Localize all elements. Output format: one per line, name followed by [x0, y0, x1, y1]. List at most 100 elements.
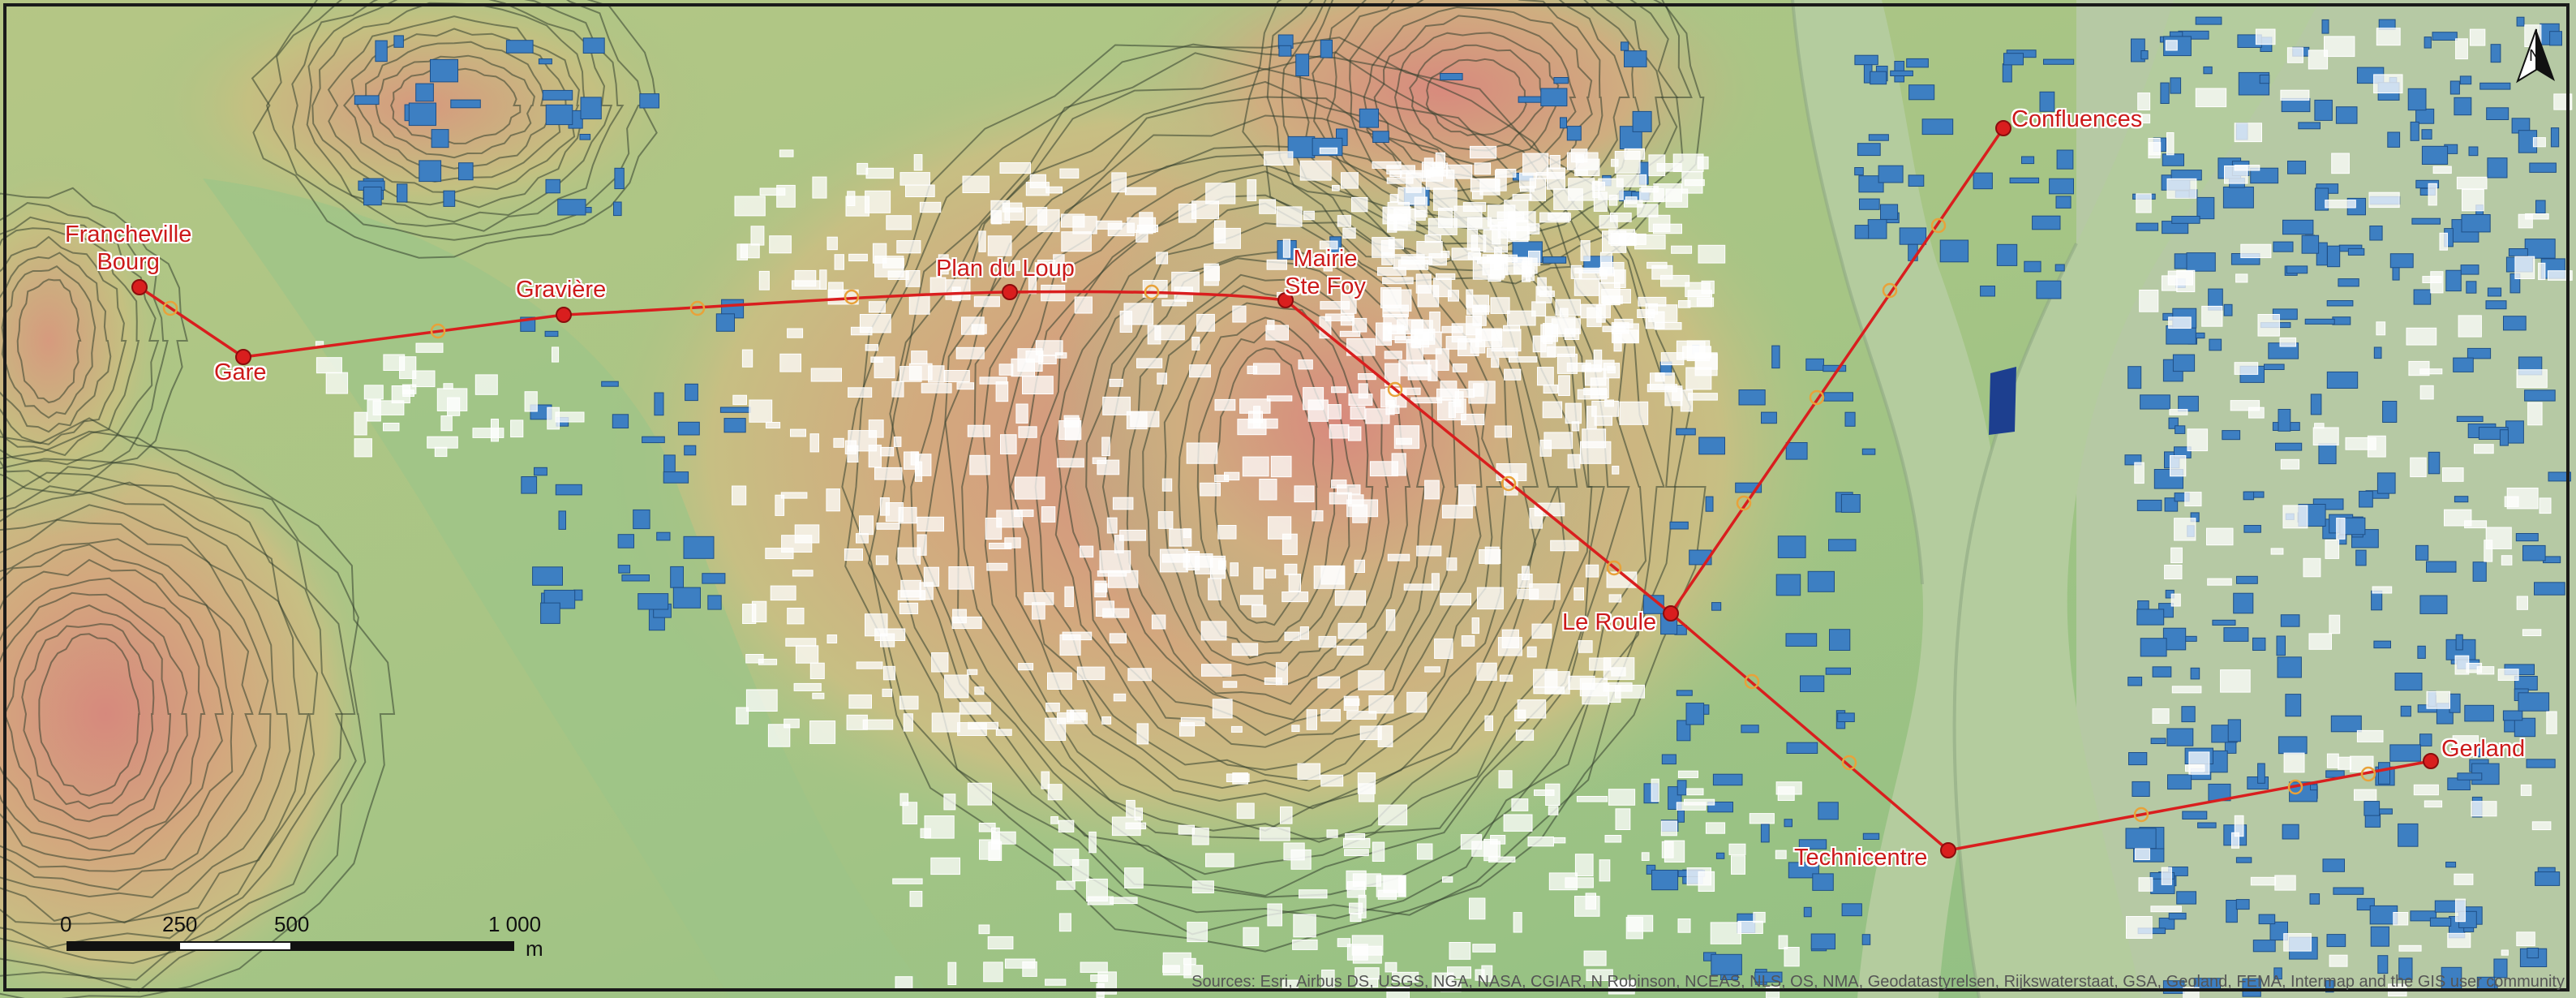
- building: [1514, 709, 1526, 721]
- building: [2195, 16, 2222, 25]
- building: [1545, 783, 1561, 807]
- building: [1287, 136, 1316, 158]
- building: [844, 548, 864, 561]
- building: [2283, 752, 2305, 773]
- building: [1240, 595, 1264, 605]
- building: [1320, 565, 1345, 585]
- building: [1265, 325, 1290, 341]
- contour-line: [0, 577, 206, 852]
- building: [2369, 226, 2383, 241]
- building: [1320, 774, 1344, 787]
- building: [1113, 693, 1127, 702]
- building: [1064, 586, 1074, 608]
- building: [809, 721, 836, 744]
- building: [1406, 691, 1428, 713]
- building: [1329, 424, 1350, 439]
- building: [1603, 363, 1621, 379]
- building: [555, 484, 582, 496]
- building: [613, 201, 622, 217]
- building: [990, 200, 1011, 224]
- stations-layer: [131, 120, 2439, 858]
- building: [412, 370, 436, 388]
- building: [397, 183, 408, 203]
- building: [1518, 574, 1533, 588]
- building: [1101, 716, 1112, 725]
- building: [857, 162, 869, 175]
- building: [1586, 406, 1597, 430]
- building: [779, 353, 801, 372]
- building: [2378, 762, 2390, 785]
- building: [2168, 912, 2187, 920]
- building: [2464, 520, 2488, 529]
- building: [1183, 528, 1191, 539]
- building: [2136, 499, 2162, 511]
- building: [2258, 914, 2276, 925]
- building: [363, 385, 384, 400]
- building: [1676, 690, 1693, 696]
- building: [1553, 837, 1566, 844]
- building: [1388, 239, 1405, 250]
- building: [2411, 217, 2441, 225]
- building: [1624, 50, 1647, 67]
- building: [1156, 252, 1169, 265]
- contour-line: [921, 96, 1605, 875]
- building: [1191, 880, 1214, 894]
- building: [826, 236, 838, 251]
- contour-line: [1373, 15, 1577, 179]
- contour-line: [0, 591, 188, 840]
- building: [1785, 633, 1818, 647]
- building: [1652, 223, 1683, 234]
- building: [2469, 28, 2486, 46]
- building: [2312, 427, 2339, 445]
- building: [672, 587, 701, 609]
- building: [1491, 329, 1522, 352]
- building: [1440, 73, 1463, 80]
- building: [1580, 441, 1612, 464]
- building: [1377, 267, 1406, 276]
- building: [1424, 480, 1440, 500]
- building: [510, 419, 524, 438]
- building: [2150, 738, 2166, 745]
- building: [1490, 297, 1510, 314]
- building: [2354, 789, 2377, 801]
- building: [2332, 316, 2351, 325]
- building: [474, 374, 498, 395]
- stop-label-line: Le Roule: [1562, 609, 1657, 635]
- building: [758, 270, 770, 290]
- building: [1481, 965, 1493, 983]
- building: [1230, 562, 1239, 577]
- building: [1472, 944, 1496, 953]
- building: [1306, 709, 1317, 730]
- building: [1671, 245, 1693, 254]
- building: [812, 692, 825, 699]
- building: [1582, 364, 1601, 372]
- cable-route: [138, 127, 2432, 852]
- building: [1136, 358, 1163, 368]
- route-segment-mairie-le-roule: [1284, 299, 1672, 615]
- building: [809, 433, 819, 453]
- pylon: [1930, 217, 1947, 234]
- building: [1435, 152, 1446, 169]
- building: [1513, 912, 1522, 933]
- building: [2314, 99, 2333, 121]
- building: [2227, 719, 2241, 742]
- building: [1651, 869, 1679, 891]
- building: [1259, 827, 1290, 841]
- building: [1470, 145, 1497, 159]
- building: [1655, 372, 1665, 382]
- building: [2259, 75, 2270, 84]
- building: [1921, 118, 1954, 136]
- building: [1041, 506, 1056, 523]
- building: [1385, 961, 1397, 973]
- building: [1383, 875, 1406, 893]
- building: [790, 428, 806, 437]
- building: [1515, 729, 1535, 741]
- building: [1461, 635, 1475, 647]
- building: [1339, 330, 1361, 338]
- building: [1854, 225, 1870, 239]
- building: [2547, 270, 2573, 281]
- building: [1318, 635, 1337, 648]
- building: [1507, 310, 1536, 326]
